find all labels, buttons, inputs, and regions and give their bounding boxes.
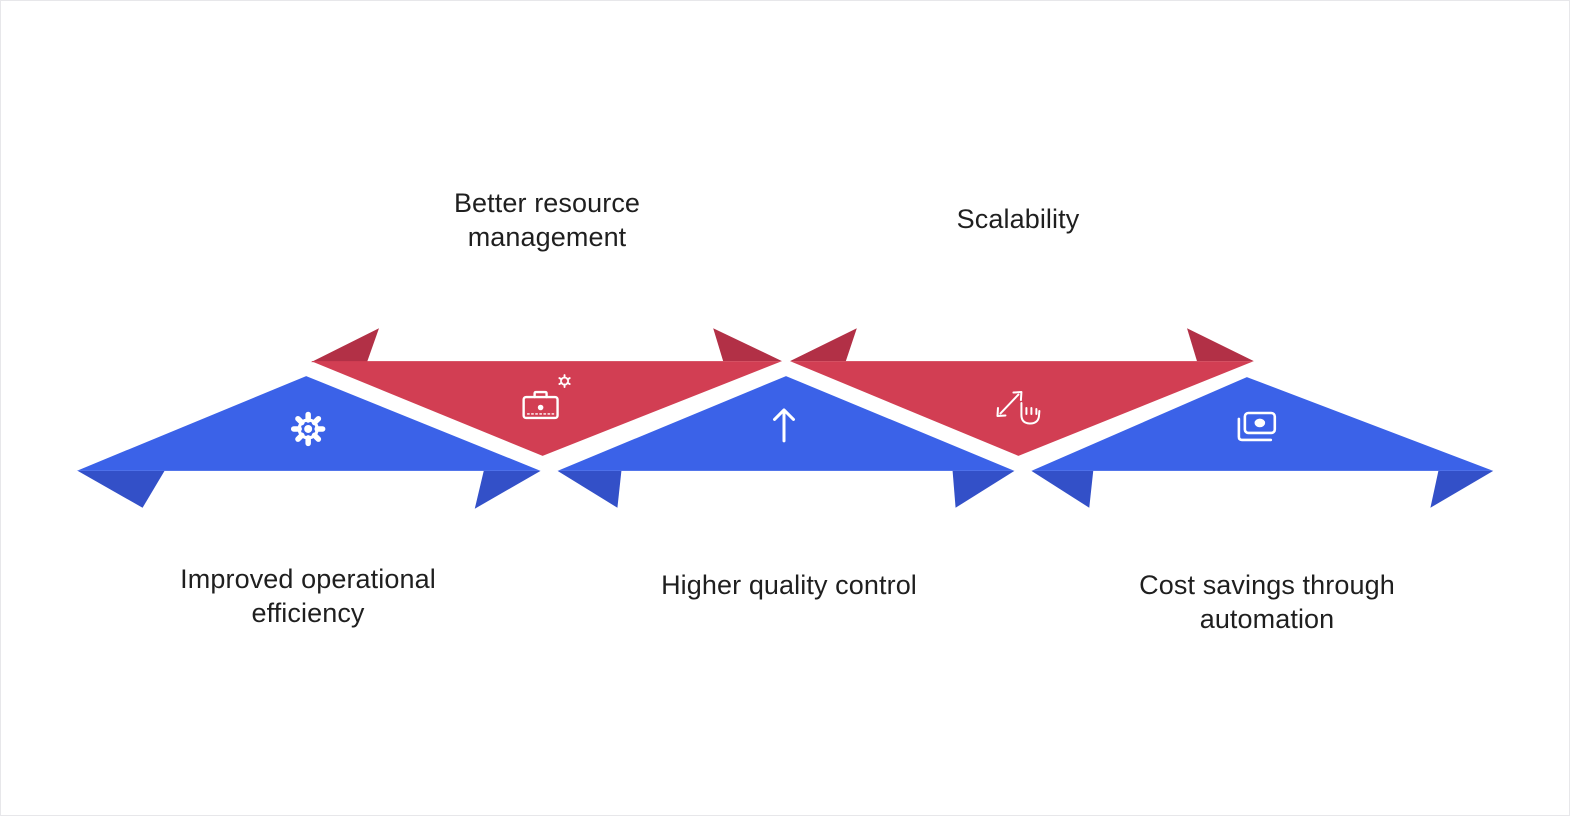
label-cost-savings-automation: Cost savings through automation	[1139, 570, 1395, 634]
triangle-improved-efficiency	[76, 376, 541, 471]
fold-blue-2-right	[952, 470, 1015, 508]
fold-red-2-left	[789, 328, 857, 362]
ribbon-icons	[290, 374, 1277, 447]
fold-blue-3-left	[1031, 470, 1094, 508]
label-scalability: Scalability	[956, 204, 1080, 234]
fold-red-1-left	[311, 328, 379, 363]
scale-hand-icon	[996, 391, 1041, 425]
fold-red-1-right	[713, 328, 783, 362]
label-improved-operational-efficiency: Improved operational efficiency	[180, 564, 436, 628]
triangle-resource-management	[311, 361, 783, 456]
triangle-quality-control	[557, 376, 1015, 471]
arrow-up-icon	[773, 408, 795, 443]
fold-blue-1-right	[474, 470, 541, 509]
briefcase-gear-icon	[522, 374, 571, 420]
label-higher-quality-control: Higher quality control	[661, 570, 917, 600]
banknote-icon	[1237, 411, 1277, 442]
fold-red-2-right	[1187, 328, 1254, 362]
fold-blue-3-right	[1430, 470, 1494, 508]
fold-blue-1-left	[77, 470, 165, 508]
fold-blue-2-left	[557, 470, 622, 508]
label-better-resource-management: Better resource management	[453, 188, 641, 252]
gear-icon	[290, 411, 326, 447]
